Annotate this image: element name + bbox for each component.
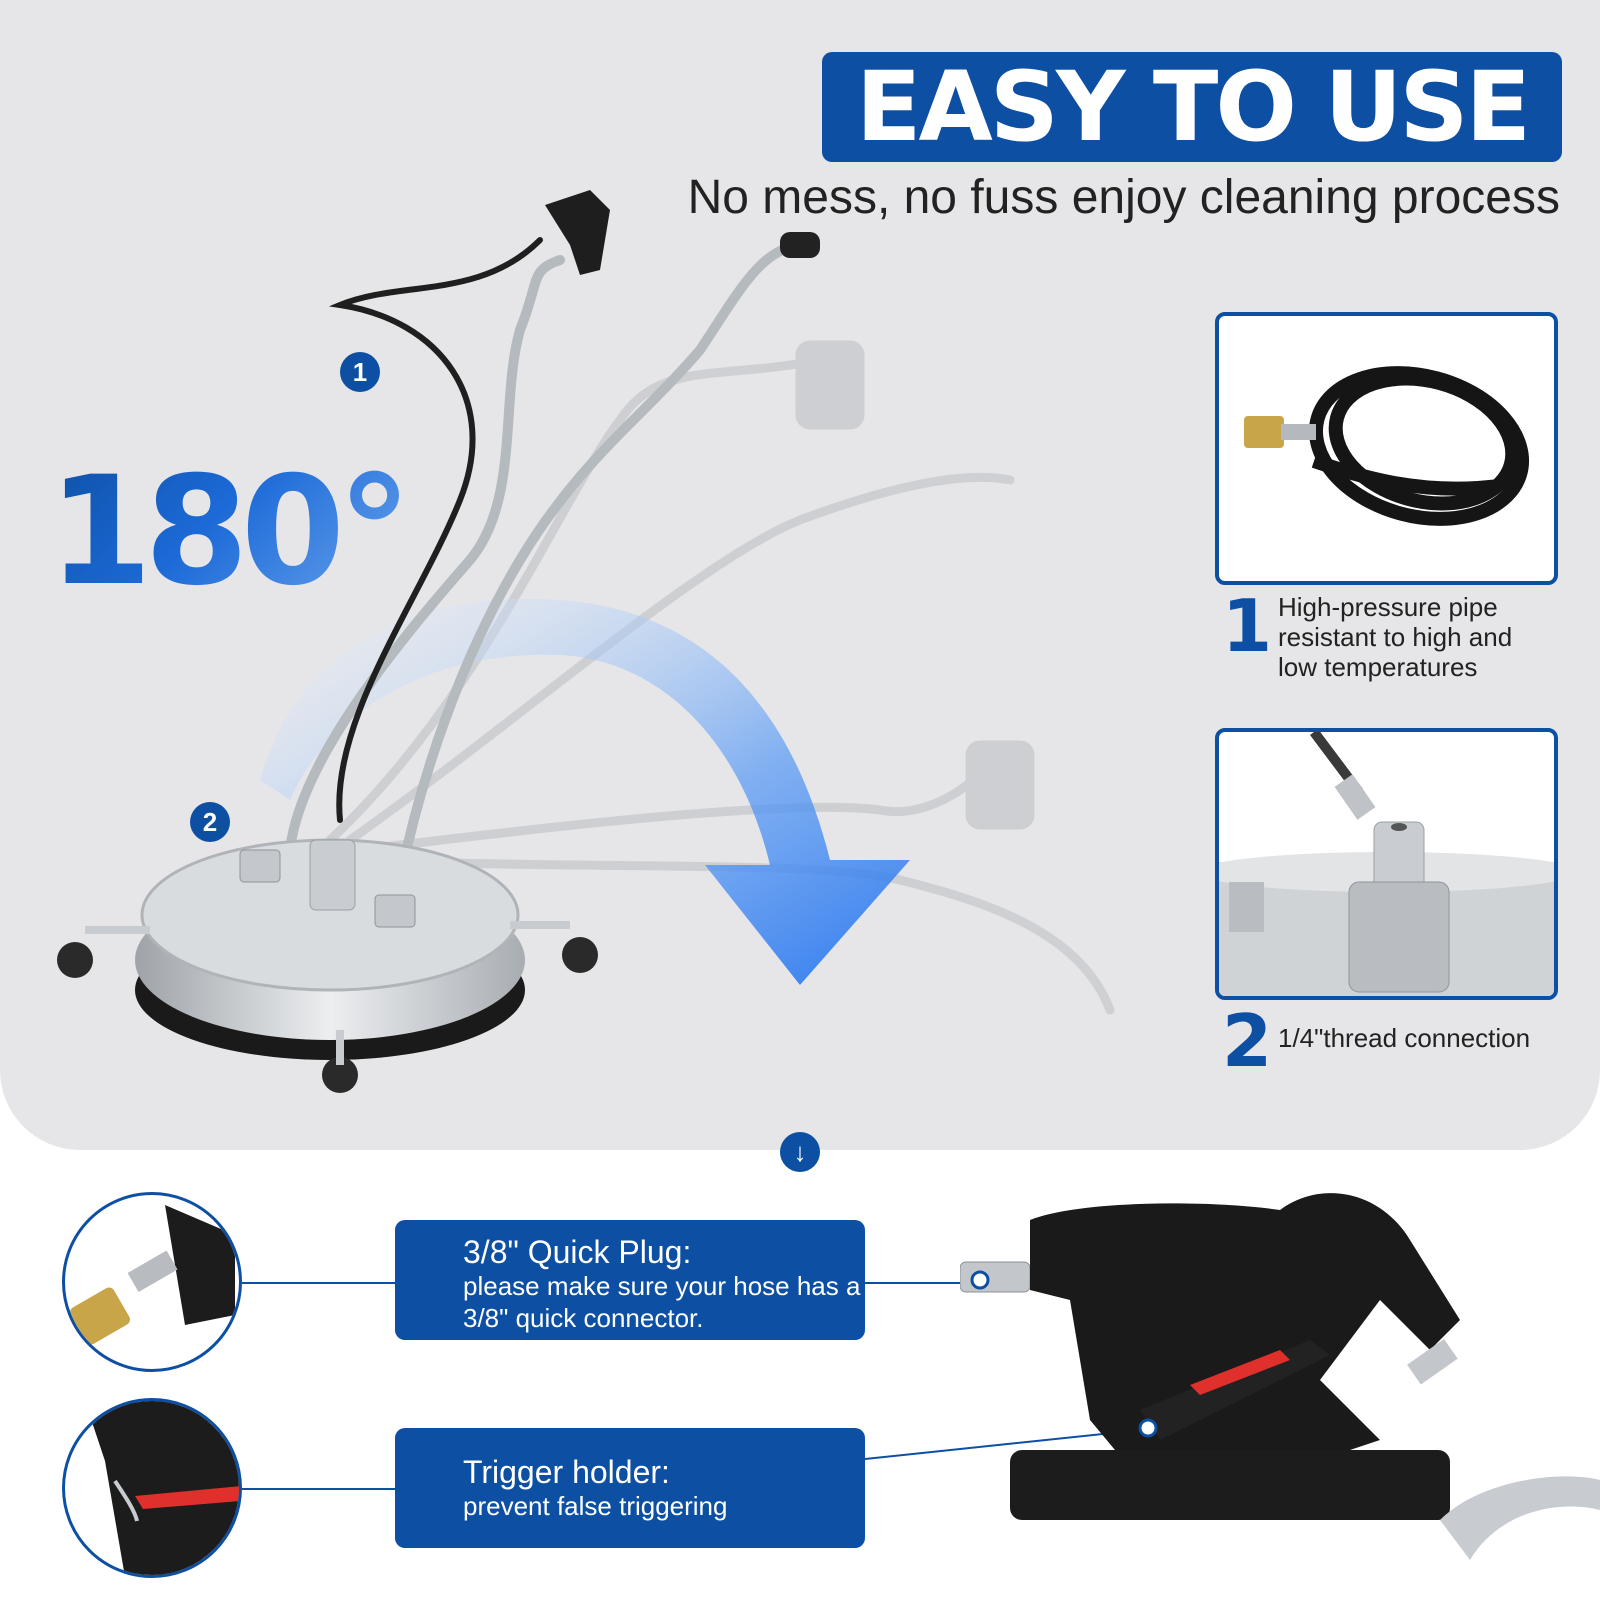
title-badge: EASY TO USE xyxy=(822,52,1562,162)
down-arrow-icon: ↓ xyxy=(780,1132,820,1172)
top-panel: EASY TO USE No mess, no fuss enjoy clean… xyxy=(0,0,1600,1150)
feature-1-text: High-pressure pipe resistant to high and… xyxy=(1278,592,1513,682)
callout-2: 2 xyxy=(190,802,230,842)
quick-plug-title: 3/8" Quick Plug: xyxy=(463,1234,692,1270)
trigger-holder-desc: prevent false triggering xyxy=(463,1491,728,1521)
cleaner-disc xyxy=(57,838,598,1093)
main-handle xyxy=(285,190,820,885)
brass-fitting-icon xyxy=(1244,416,1284,448)
connector-line-2 xyxy=(242,1488,395,1490)
spray-gun-illustration xyxy=(960,1193,1600,1560)
callout-1: 1 xyxy=(340,352,380,392)
trigger-holder-title: Trigger holder: xyxy=(463,1454,670,1490)
trigger-holder-thumbnail xyxy=(62,1398,242,1578)
connector-line-1 xyxy=(242,1282,395,1284)
rotation-arrow xyxy=(260,598,910,985)
surface-cleaner-illustration xyxy=(57,190,1115,1093)
feature-1-number: 1 xyxy=(1222,584,1273,668)
quick-plug-info: 3/8" Quick Plug: please make sure your h… xyxy=(395,1220,865,1340)
trigger-holder-info: Trigger holder: prevent false triggering xyxy=(395,1428,865,1548)
feature-2-number: 2 xyxy=(1222,999,1273,1083)
connector-line-3 xyxy=(865,1282,985,1284)
quick-plug-desc: please make sure your hose has a 3/8" qu… xyxy=(463,1271,861,1333)
thread-connection-photo xyxy=(1215,728,1558,1000)
subtitle: No mess, no fuss enjoy cleaning process xyxy=(687,171,1560,224)
quick-plug-thumbnail xyxy=(62,1192,242,1372)
hose-photo xyxy=(1215,312,1558,585)
feature-2-text: 1/4"thread connection xyxy=(1278,1023,1531,1053)
rotation-angle-label: 180° xyxy=(48,445,412,619)
